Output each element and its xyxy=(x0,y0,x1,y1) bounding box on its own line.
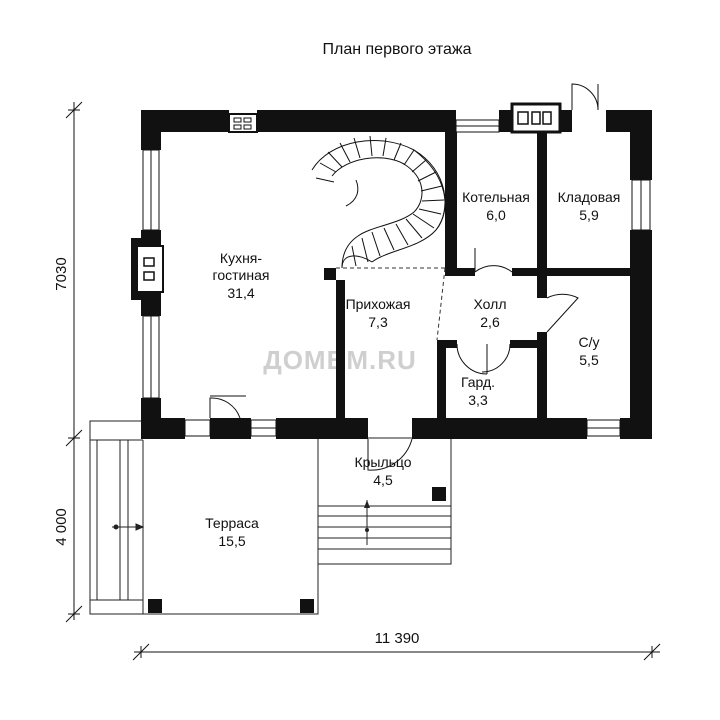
dimension-horizontal xyxy=(132,643,661,661)
dimension-height-house: 7030 xyxy=(53,257,70,290)
room-kitchen-name-1: Кухня- xyxy=(220,250,262,266)
room-kitchen-name-2: гостиная xyxy=(213,267,270,283)
room-kitchen-area: 31,4 xyxy=(227,285,254,301)
plan-title: План первого этажа xyxy=(323,41,472,58)
porch-arrow-dot xyxy=(365,528,369,532)
column-porch xyxy=(432,487,446,501)
terrace-outline xyxy=(89,420,319,615)
column-stair xyxy=(324,268,336,280)
room-hallway-area: 7,3 xyxy=(368,314,388,330)
terrace-arrow xyxy=(112,523,145,531)
dimension-width: 11 390 xyxy=(375,630,420,647)
room-wardrobe-name: Гард. xyxy=(461,374,495,390)
interior-walls xyxy=(336,132,632,419)
room-terrace-area: 15,5 xyxy=(218,533,245,549)
exterior-walls xyxy=(141,110,652,439)
vent-block-boiler xyxy=(510,102,562,134)
room-bathroom-area: 5,5 xyxy=(579,352,599,368)
doors xyxy=(209,83,599,471)
column-terrace-left xyxy=(148,599,162,613)
dimension-height-terrace: 4 000 xyxy=(53,508,70,546)
room-terrace-name: Терраса xyxy=(205,515,259,531)
room-porch-area: 4,5 xyxy=(373,472,393,488)
room-boiler-area: 6,0 xyxy=(486,207,506,223)
room-pantry-area: 5,9 xyxy=(579,207,599,223)
windows xyxy=(142,119,651,437)
room-hallway-name: Прихожая xyxy=(346,296,411,312)
room-pantry-name: Кладовая xyxy=(558,189,621,205)
vent-block-kitchen xyxy=(228,113,258,133)
dimension-vertical xyxy=(65,101,83,623)
room-wardrobe-area: 3,3 xyxy=(468,392,488,408)
room-boiler-name: Котельная xyxy=(462,189,530,205)
fireplace-block xyxy=(131,238,164,300)
zone-boundaries xyxy=(336,267,446,341)
room-hall-area: 2,6 xyxy=(480,314,500,330)
room-hall-name: Холл xyxy=(474,296,507,312)
column-terrace-right xyxy=(300,599,314,613)
porch-arrow-head xyxy=(364,500,370,508)
spiral-staircase xyxy=(311,135,446,269)
room-bathroom-name: С/у xyxy=(579,334,600,350)
room-porch-name: Крыльцо xyxy=(354,454,411,470)
